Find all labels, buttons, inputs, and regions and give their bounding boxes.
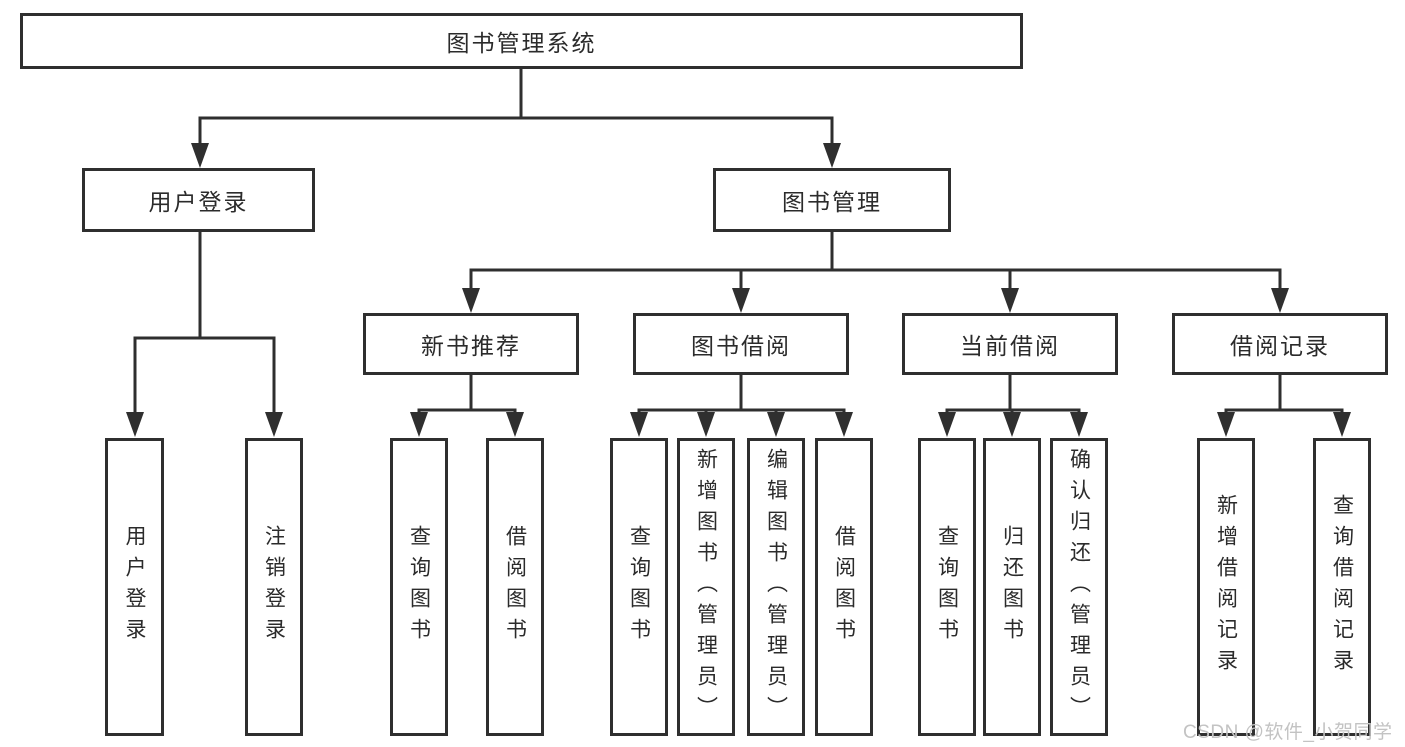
watermark: CSDN @软件_小贺同学 [1183,722,1393,743]
node-library-management-system: 图书管理系统 [20,13,1023,69]
leaf-records-add-record: 新增借阅记录 [1197,438,1255,736]
node-current-borrow: 当前借阅 [902,313,1118,375]
leaf-records-query-record: 查询借阅记录 [1313,438,1371,736]
leaf-current-query-book: 查询图书 [918,438,976,736]
leaf-borrow-add-book-admin: 新增图书（管理员） [677,438,735,736]
leaf-recommend-borrow-book: 借阅图书 [486,438,544,736]
node-new-book-recommend: 新书推荐 [363,313,579,375]
node-book-management: 图书管理 [713,168,951,232]
leaf-logout: 注销登录 [245,438,303,736]
leaf-user-login: 用户登录 [105,438,164,736]
leaf-current-confirm-return-admin: 确认归还（管理员） [1050,438,1108,736]
leaf-borrow-borrow-book: 借阅图书 [815,438,873,736]
node-user-login: 用户登录 [82,168,315,232]
leaf-recommend-query-book: 查询图书 [390,438,448,736]
node-book-borrow: 图书借阅 [633,313,849,375]
leaf-borrow-edit-book-admin: 编辑图书（管理员） [747,438,805,736]
leaf-current-return-book: 归还图书 [983,438,1041,736]
leaf-borrow-query-book: 查询图书 [610,438,668,736]
node-borrow-records: 借阅记录 [1172,313,1388,375]
